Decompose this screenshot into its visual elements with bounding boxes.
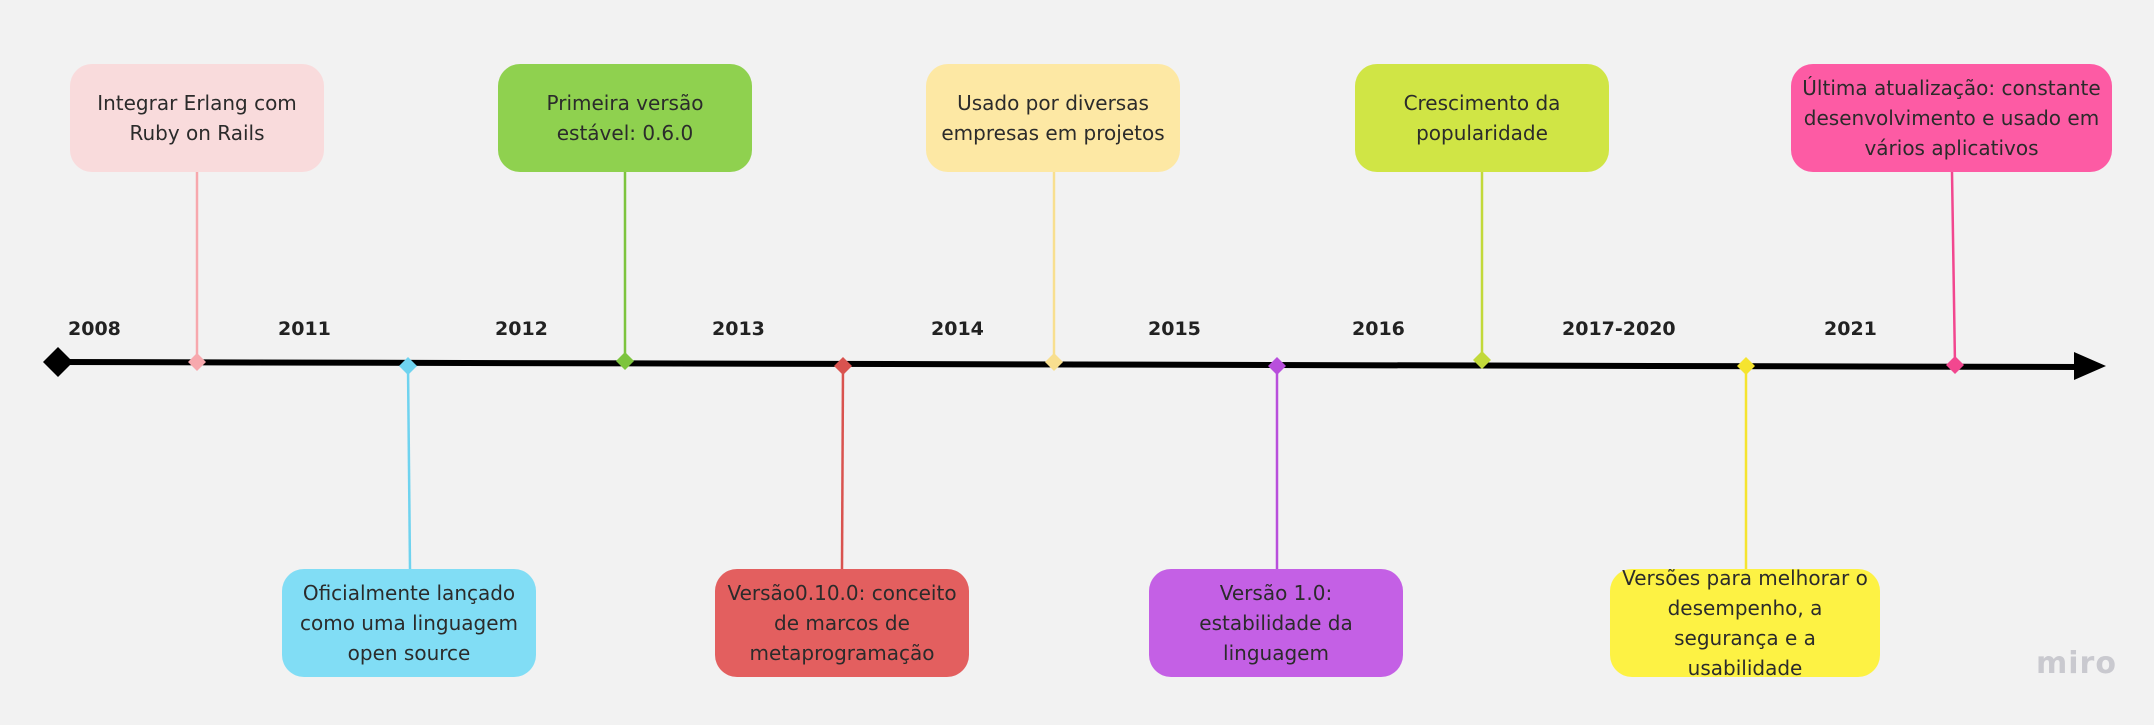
event-card[interactable]: Oficialmente lançado como uma linguagem … [282,569,536,677]
event-card[interactable]: Versões para melhorar o desempenho, a se… [1610,566,1880,680]
year-label: 2012 [495,318,548,340]
year-label: 2008 [68,318,121,340]
event-connector [840,365,845,570]
year-label: 2017-2020 [1562,318,1676,340]
event-card-text: Integrar Erlang com Ruby on Rails [97,91,297,145]
timeline-axis [57,359,2081,370]
event-card-text: Versão 1.0: estabilidade da linguagem [1199,581,1353,665]
year-label: 2021 [1824,318,1877,340]
event-marker [616,352,634,370]
event-card[interactable]: Última atualização: constante desenvolvi… [1791,64,2112,172]
timeline-start-marker [43,347,73,377]
event-card[interactable]: Crescimento da popularidade [1355,64,1609,172]
event-card-text: Crescimento da popularidade [1403,91,1561,145]
event-connector [406,365,412,570]
miro-logo: miro [2036,646,2117,681]
timeline-arrowhead [2074,352,2106,380]
event-card[interactable]: Versão0.10.0: conceito de marcos de meta… [715,569,969,677]
event-card-text: Primeira versão estável: 0.6.0 [546,91,704,145]
event-marker [1473,351,1491,369]
event-marker [834,357,852,375]
event-card[interactable]: Versão 1.0: estabilidade da linguagem [1149,569,1403,677]
year-label: 2016 [1352,318,1405,340]
event-card-text: Versões para melhorar o desempenho, a se… [1622,566,1868,680]
event-marker [1268,357,1286,375]
year-label: 2014 [931,318,984,340]
event-card[interactable]: Usado por diversas empresas em projetos [926,64,1180,172]
event-marker [399,357,417,375]
event-card-text: Oficialmente lançado como uma linguagem … [300,581,518,665]
event-card-text: Usado por diversas empresas em projetos [941,91,1165,145]
event-card-text: Última atualização: constante desenvolvi… [1802,76,2101,160]
year-label: 2013 [712,318,765,340]
event-marker [1045,353,1063,371]
event-connector [1950,171,1957,366]
year-label: 2011 [278,318,331,340]
event-marker [1737,357,1755,375]
event-card[interactable]: Primeira versão estável: 0.6.0 [498,64,752,172]
event-marker [1946,356,1964,374]
event-card-text: Versão0.10.0: conceito de marcos de meta… [727,581,957,665]
event-card[interactable]: Integrar Erlang com Ruby on Rails [70,64,324,172]
event-marker [188,353,206,371]
year-label: 2015 [1148,318,1201,340]
